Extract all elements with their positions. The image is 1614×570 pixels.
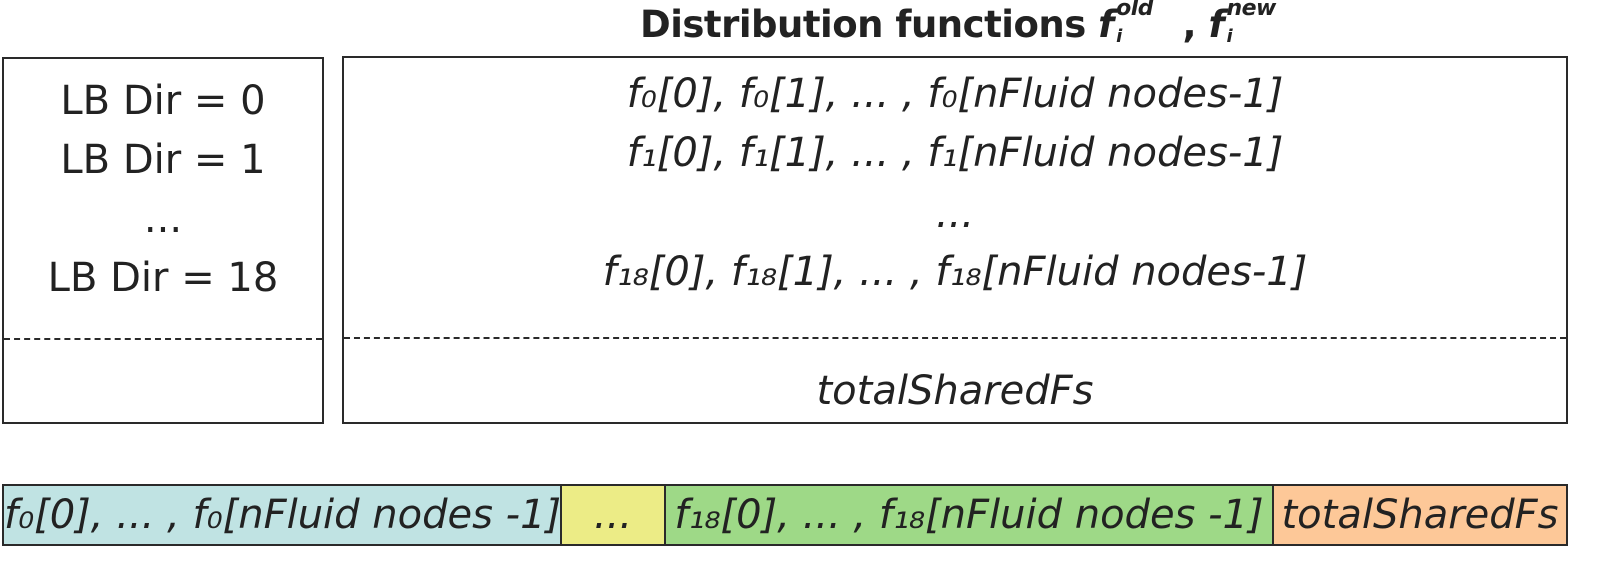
title-separator: , [1170,3,1209,46]
dashed-divider [4,338,322,340]
title-text: Distribution functions [640,3,1086,46]
f-row: f₁[0], f₁[1], ... , f₁[nFluid nodes-1] [626,130,1284,176]
lb-dir-ellipsis: ... [143,196,183,242]
memory-segment-ellipsis: ... [560,484,666,546]
memory-segment-f0: f₀[0], ... , f₀[nFluid nodes -1] [2,484,562,546]
lb-dir-line: LB Dir = 18 [47,255,279,301]
lb-dir-line: LB Dir = 0 [60,78,266,124]
memory-segment-f18: f₁₈[0], ... , f₁₈[nFluid nodes -1] [664,484,1274,546]
dashed-divider [344,337,1566,339]
lb-direction-box: LB Dir = 0 LB Dir = 1 ... LB Dir = 18 [2,57,324,424]
lb-dir-line: LB Dir = 1 [60,137,266,183]
distribution-functions-box: f₀[0], f₀[1], ... , f₀[nFluid nodes-1] f… [342,56,1568,424]
total-shared-fs-label: totalSharedFs [816,368,1094,414]
f-row-ellipsis: ... [935,191,975,237]
f-row: f₀[0], f₀[1], ... , f₀[nFluid nodes-1] [626,71,1284,117]
f-row: f₁₈[0], f₁₈[1], ... , f₁₈[nFluid nodes-1… [602,249,1308,295]
memory-segment-total-shared-fs: totalSharedFs [1272,484,1568,546]
